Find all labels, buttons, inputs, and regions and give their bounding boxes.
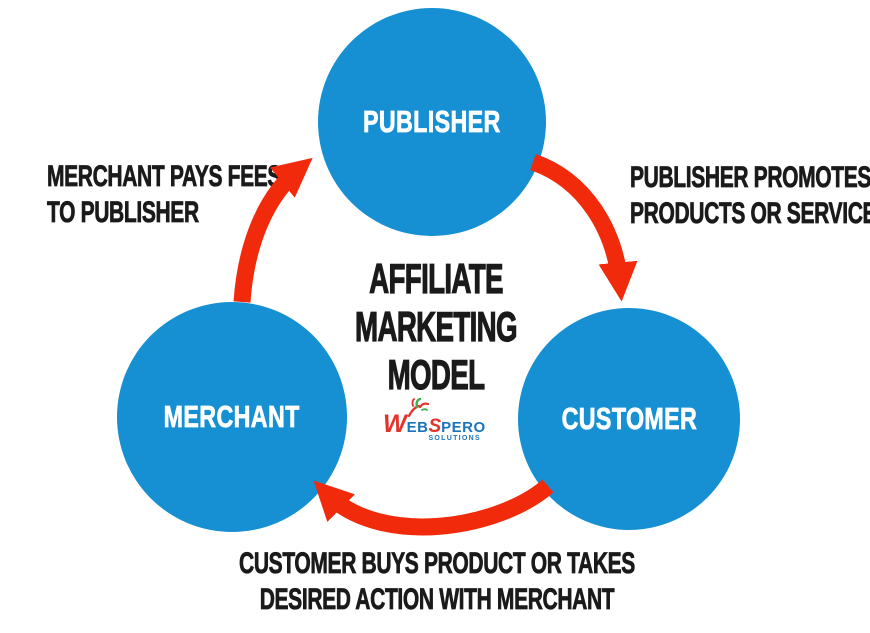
logo-letters-eb: EB xyxy=(406,419,429,436)
node-merchant-label: MERCHANT xyxy=(163,399,301,435)
logo-wordmark: WEBSPERO xyxy=(383,410,486,439)
hummingbird-icon xyxy=(407,398,429,418)
annotation-publisher-promotes: PUBLISHER PROMOTES PRODUCTS OR SERVICES xyxy=(630,160,870,232)
node-customer: CUSTOMER xyxy=(518,308,740,530)
node-merchant: MERCHANT xyxy=(117,302,347,532)
node-publisher-label: PUBLISHER xyxy=(363,104,501,140)
annotation-line: CUSTOMER BUYS PRODUCT OR TAKES xyxy=(239,547,636,581)
diagram-title: AFFILIATE MARKETING MODEL xyxy=(148,254,724,399)
annotation-line: TO PUBLISHER xyxy=(47,196,200,230)
logo-tagline: SOLUTIONS xyxy=(428,435,481,442)
annotation-line: PUBLISHER PROMOTES xyxy=(630,161,870,195)
title-line: AFFILIATE xyxy=(369,254,504,302)
node-publisher: PUBLISHER xyxy=(318,8,546,236)
logo-letter-w: W xyxy=(383,410,407,438)
annotation-customer-buys: CUSTOMER BUYS PRODUCT OR TAKES DESIRED A… xyxy=(131,546,743,618)
title-line: MODEL xyxy=(387,350,485,398)
annotation-merchant-pays-fees: MERCHANT PAYS FEES TO PUBLISHER xyxy=(47,159,282,231)
webspero-logo: WEBSPERO SOLUTIONS xyxy=(383,398,487,448)
logo-letter-s: S xyxy=(428,416,442,437)
arrow-customer-to-merchant xyxy=(313,479,554,536)
annotation-line: PRODUCTS OR SERVICES xyxy=(630,197,870,231)
node-customer-label: CUSTOMER xyxy=(561,401,697,437)
annotation-line: DESIRED ACTION WITH MERCHANT xyxy=(259,583,615,617)
logo-letters-pero: PERO xyxy=(441,419,486,436)
annotation-line: MERCHANT PAYS FEES xyxy=(47,160,282,194)
title-line: MARKETING xyxy=(355,302,518,350)
